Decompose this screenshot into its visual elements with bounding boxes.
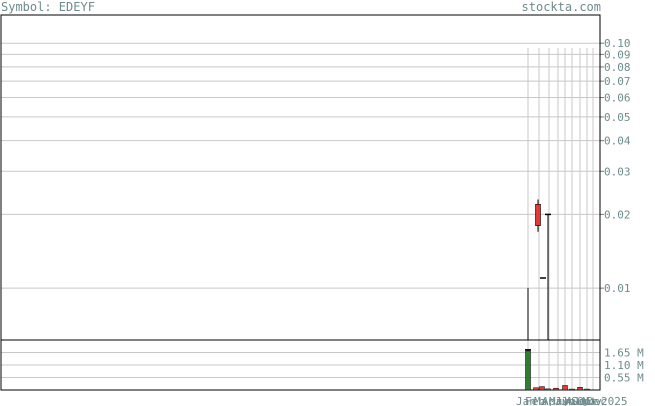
x-tick-label: Apr <box>542 395 562 406</box>
volume-bar <box>553 387 559 391</box>
x-tick-label: May <box>549 395 569 406</box>
volume-bar <box>569 388 575 391</box>
x-tick-label: Sep <box>571 395 591 406</box>
volume-bar <box>533 387 539 391</box>
x-tick-label: Aug <box>566 395 586 406</box>
volume-bar <box>562 385 568 391</box>
price-tick-label: 0.03 <box>604 165 631 178</box>
volume-tick-label: 0.55 M <box>604 372 644 385</box>
price-tick-label: 0.06 <box>604 92 631 105</box>
x-tick-label: Jun <box>555 395 575 406</box>
price-tick-label: 0.05 <box>604 111 631 124</box>
volume-bar <box>525 350 531 391</box>
symbol-label: Symbol: EDEYF <box>1 0 95 14</box>
candle-body <box>535 203 541 226</box>
price-tick-label: 0.04 <box>604 135 631 148</box>
price-tick-label: 0.02 <box>604 208 631 221</box>
price-tick-label: 0.09 <box>604 48 631 61</box>
x-tick-label: Jan <box>516 395 536 406</box>
x-tick-label: Feb <box>525 395 545 406</box>
volume-bar <box>584 388 590 391</box>
price-tick-label: 0.08 <box>604 61 631 74</box>
x-tick-label: Nov <box>582 395 602 406</box>
x-tick-label: Mar <box>534 395 554 406</box>
chart-frame <box>0 14 601 391</box>
volume-tick-label: 1.65 M <box>604 347 644 360</box>
price-tick-label: 0.10 <box>604 37 631 50</box>
volume-bar <box>545 388 551 391</box>
price-tick-label: 0.07 <box>604 75 631 88</box>
x-tick-label: Dec <box>587 395 607 406</box>
x-tick-label: 2025 <box>601 395 628 406</box>
volume-bar <box>539 386 545 391</box>
x-tick-label: Jul <box>561 395 581 406</box>
volume-bar <box>577 387 583 391</box>
site-label[interactable]: stockta.com <box>521 0 601 14</box>
price-tick-label: 0.01 <box>604 282 631 295</box>
volume-tick-label: 1.10 M <box>604 359 644 372</box>
x-tick-label: Oct <box>577 395 597 406</box>
